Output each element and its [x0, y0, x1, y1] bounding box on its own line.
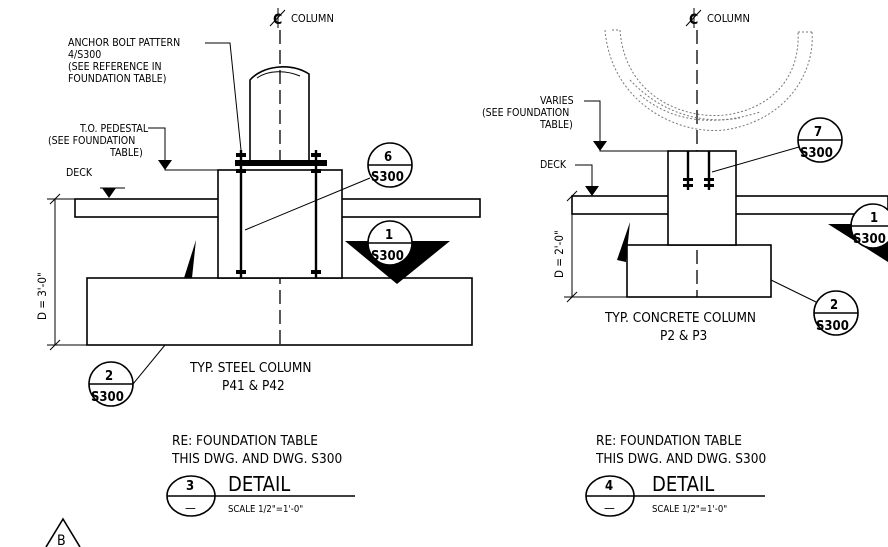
- svg-text:TYP. CONCRETE COLUMN: TYP. CONCRETE COLUMN: [604, 310, 756, 326]
- detail-label: DETAIL: [228, 472, 290, 496]
- anchor-bolt-note: ANCHOR BOLT PATTERN 4/S300 (SEE REFERENC…: [68, 37, 242, 151]
- break-mark: [617, 222, 630, 262]
- section-tag-7: 7 S300: [711, 117, 843, 173]
- svg-text:4/S300: 4/S300: [68, 49, 101, 61]
- depth-dimension: D = 3'-0": [35, 193, 87, 351]
- svg-text:TABLE): TABLE): [109, 147, 143, 159]
- centerline-label: COLUMN: [291, 12, 334, 25]
- detail-title: 3 — DETAIL SCALE 1/2"=1'-0": [166, 472, 355, 517]
- svg-text:(SEE FOUNDATION: (SEE FOUNDATION: [48, 135, 135, 147]
- varies-note: VARIES (SEE FOUNDATION TABLE): [482, 95, 668, 152]
- svg-text:D = 3'-0": D = 3'-0": [35, 272, 49, 320]
- svg-text:S300: S300: [91, 390, 124, 405]
- svg-text:3: 3: [186, 479, 194, 494]
- svg-text:VARIES: VARIES: [540, 95, 574, 107]
- revision-triangle: B: [45, 517, 81, 547]
- svg-text:S300: S300: [816, 319, 849, 334]
- svg-text:P2 & P3: P2 & P3: [660, 328, 707, 344]
- svg-text:RE: FOUNDATION TABLE: RE: FOUNDATION TABLE: [172, 433, 318, 449]
- section-tag-1: 1 S300: [345, 220, 450, 284]
- reference-note: RE: FOUNDATION TABLE THIS DWG. AND DWG. …: [171, 433, 342, 467]
- svg-text:T.O. PEDESTAL: T.O. PEDESTAL: [79, 123, 149, 135]
- svg-text:P41 & P42: P41 & P42: [222, 378, 285, 394]
- section-tag-6: 6 S300: [244, 142, 413, 231]
- detail-title: 4 — DETAIL SCALE 1/2"=1'-0": [585, 472, 765, 517]
- section-tag-2: 2 S300: [770, 279, 859, 336]
- svg-text:THIS DWG. AND DWG. S300: THIS DWG. AND DWG. S300: [595, 451, 766, 467]
- dowels: [683, 151, 714, 190]
- detail-3-steel-column: C COLUMN ANCHOR BOLT PA: [35, 8, 481, 517]
- svg-text:—: —: [604, 501, 615, 515]
- svg-text:6: 6: [384, 150, 392, 165]
- detail-4-concrete-column: C COLUMN VARI: [482, 8, 888, 517]
- caption: TYP. CONCRETE COLUMN P2 & P3: [604, 310, 756, 344]
- footing: [626, 244, 772, 298]
- pedestal: [217, 169, 343, 279]
- svg-text:TABLE): TABLE): [539, 119, 573, 131]
- detail-label: DETAIL: [652, 472, 714, 496]
- svg-text:DECK: DECK: [540, 159, 567, 171]
- svg-text:ANCHOR BOLT PATTERN: ANCHOR BOLT PATTERN: [68, 37, 180, 49]
- caption: TYP. STEEL COLUMN P41 & P42: [189, 360, 311, 394]
- svg-text:1: 1: [385, 228, 393, 243]
- svg-text:—: —: [185, 501, 196, 515]
- break-mark: [184, 240, 196, 278]
- svg-text:(SEE FOUNDATION: (SEE FOUNDATION: [482, 107, 569, 119]
- svg-text:B: B: [57, 533, 66, 547]
- section-tag-2: 2 S300: [88, 344, 166, 407]
- anchor-bolts: [236, 150, 321, 278]
- svg-text:2: 2: [105, 369, 113, 384]
- reference-note: RE: FOUNDATION TABLE THIS DWG. AND DWG. …: [595, 433, 766, 467]
- section-tag-1: 1 S300: [828, 203, 888, 262]
- base-plate: [235, 160, 327, 166]
- svg-text:2: 2: [830, 298, 838, 313]
- depth-dimension: D = 2'-0": [552, 190, 627, 303]
- svg-text:S300: S300: [371, 170, 404, 185]
- centerline-label: COLUMN: [707, 12, 750, 25]
- svg-text:7: 7: [814, 125, 822, 140]
- pedestal: [667, 150, 737, 246]
- svg-text:S300: S300: [800, 146, 833, 161]
- svg-text:TYP. STEEL COLUMN: TYP. STEEL COLUMN: [189, 360, 311, 376]
- svg-text:FOUNDATION TABLE): FOUNDATION TABLE): [68, 73, 166, 85]
- svg-text:1: 1: [870, 211, 878, 226]
- steel-column: [249, 66, 310, 162]
- svg-text:D = 2'-0": D = 2'-0": [552, 230, 566, 278]
- svg-text:SCALE 1/2"=1'-0": SCALE 1/2"=1'-0": [652, 504, 727, 515]
- svg-text:(SEE REFERENCE IN: (SEE REFERENCE IN: [68, 61, 162, 73]
- pedestal-note: T.O. PEDESTAL (SEE FOUNDATION TABLE): [48, 123, 218, 171]
- svg-text:S300: S300: [853, 232, 886, 247]
- deck-label: DECK: [66, 167, 125, 198]
- svg-text:SCALE 1/2"=1'-0": SCALE 1/2"=1'-0": [228, 504, 303, 515]
- svg-text:S300: S300: [371, 249, 404, 264]
- svg-text:THIS DWG. AND DWG. S300: THIS DWG. AND DWG. S300: [171, 451, 342, 467]
- centerline-symbol: C: [269, 8, 286, 28]
- svg-text:RE: FOUNDATION TABLE: RE: FOUNDATION TABLE: [596, 433, 742, 449]
- column-break-mark: [256, 71, 301, 79]
- svg-text:DECK: DECK: [66, 167, 93, 179]
- deck-label: DECK: [540, 159, 599, 196]
- svg-text:4: 4: [605, 479, 613, 494]
- centerline-symbol: C: [685, 8, 702, 28]
- column-section-hatch: [604, 29, 813, 132]
